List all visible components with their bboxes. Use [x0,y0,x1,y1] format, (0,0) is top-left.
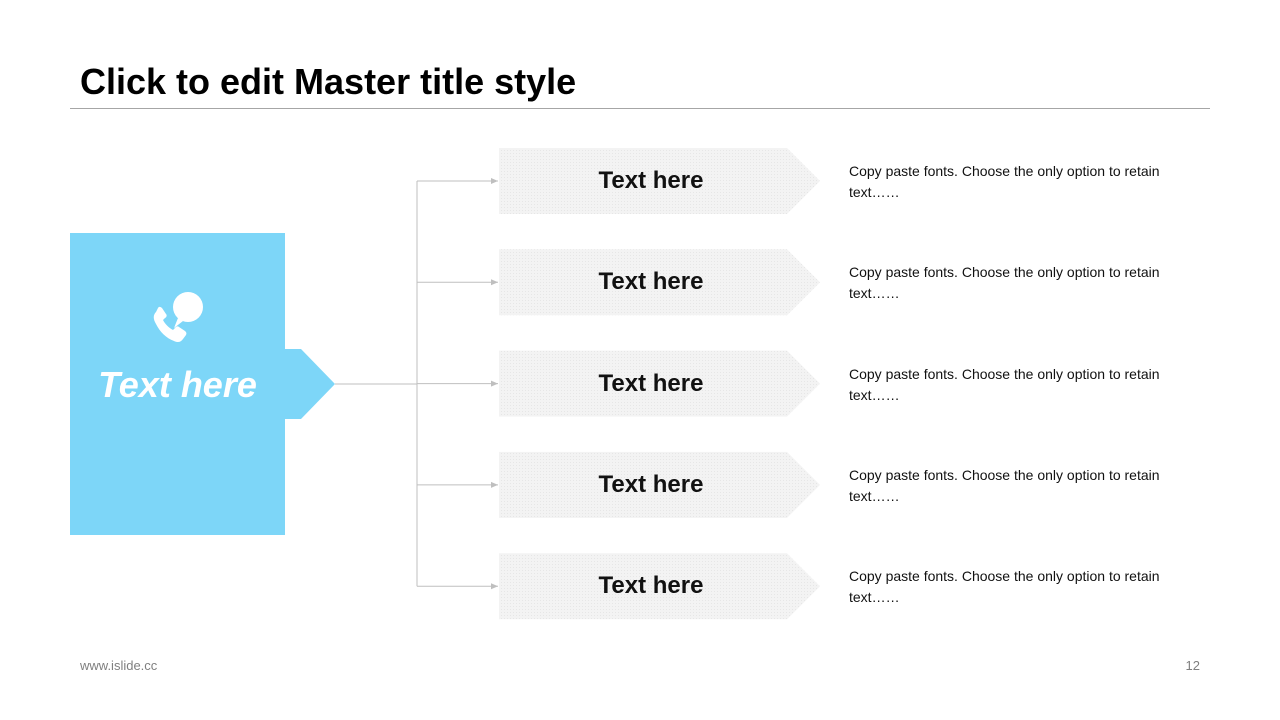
branch-label: Text here [598,268,704,296]
page-number: 12 [1185,658,1200,673]
branch-description: Copy paste fonts. Choose the only option… [849,163,1160,200]
source-label: Text here [98,364,257,405]
footer-url: www.islide.cc [80,658,158,673]
connector-lines [335,178,498,590]
branch-description: Copy paste fonts. Choose the only option… [849,466,1160,504]
phone-chat-icon [153,292,203,343]
title-divider [70,108,1210,109]
slide-title: Click to edit Master title style [80,61,577,102]
branch-description: Copy paste fonts. Choose the only option… [849,264,1160,302]
branch-label: Text here [598,369,704,397]
branch-label: Text here [598,167,704,194]
source-box [70,233,285,535]
branch-label: Text here [598,470,704,498]
branch-description: Copy paste fonts. Choose the only option… [849,365,1160,403]
source-arrow-tab [285,349,335,419]
branch-label: Text here [598,572,704,600]
branch-description: Copy paste fonts. Choose the only option… [849,568,1160,606]
